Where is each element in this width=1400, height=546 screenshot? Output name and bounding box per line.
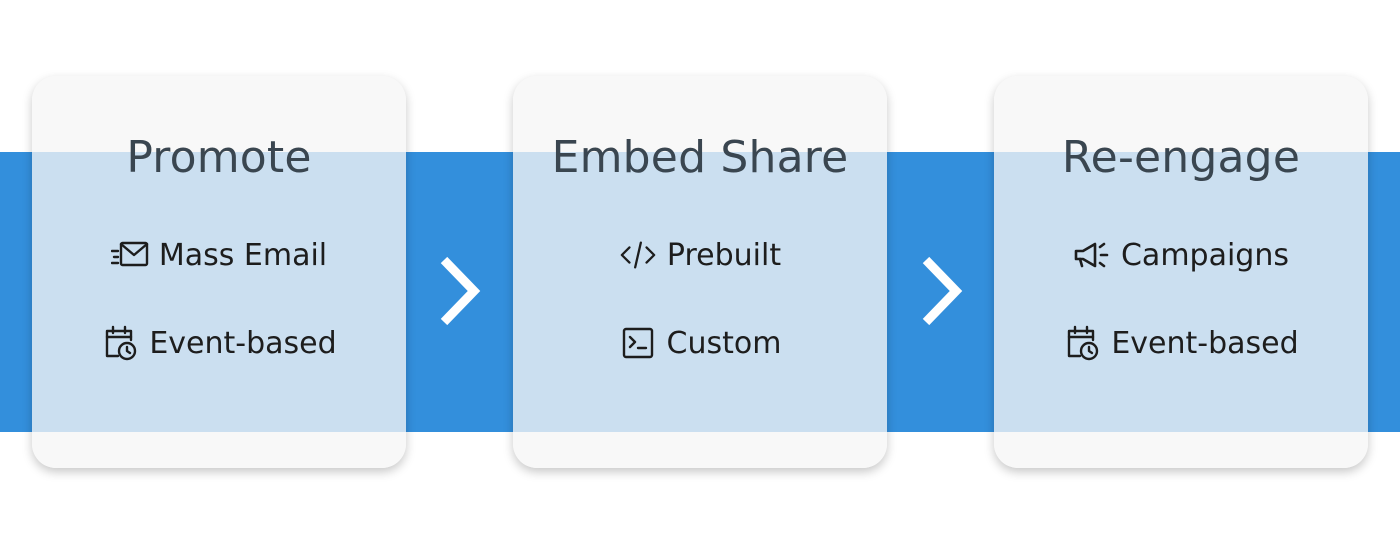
step-item-label: Campaigns [1120, 237, 1289, 273]
step-item-event-based: Event-based [32, 323, 406, 363]
mail-send-icon [110, 237, 149, 273]
step-item-campaigns: Campaigns [994, 235, 1368, 275]
chevron-right-icon [440, 256, 481, 326]
step-item-label: Event-based [149, 325, 337, 361]
code-icon [619, 237, 657, 273]
step-card-re-engage: Re-engage Campaigns [994, 76, 1368, 468]
step-item-label: Prebuilt [666, 237, 782, 273]
step-title: Promote [126, 132, 312, 183]
step-title: Embed Share [551, 132, 849, 183]
step-card-promote: Promote Mass Email [32, 76, 406, 468]
megaphone-icon [1073, 237, 1111, 273]
step-item-event-based: Event-based [994, 323, 1368, 363]
step-title: Re-engage [1061, 132, 1301, 183]
step-item-label: Custom [666, 325, 782, 361]
calendar-clock-icon [101, 325, 139, 361]
step-item-mass-email: Mass Email [32, 235, 406, 275]
step-card-embed-share: Embed Share Prebuilt Custom [513, 76, 887, 468]
calendar-clock-icon [1063, 325, 1101, 361]
step-item-label: Event-based [1111, 325, 1299, 361]
step-item-custom: Custom [513, 323, 887, 363]
chevron-right-icon [922, 256, 963, 326]
step-item-prebuilt: Prebuilt [513, 235, 887, 275]
step-item-label: Mass Email [158, 237, 328, 273]
terminal-icon [619, 325, 657, 361]
